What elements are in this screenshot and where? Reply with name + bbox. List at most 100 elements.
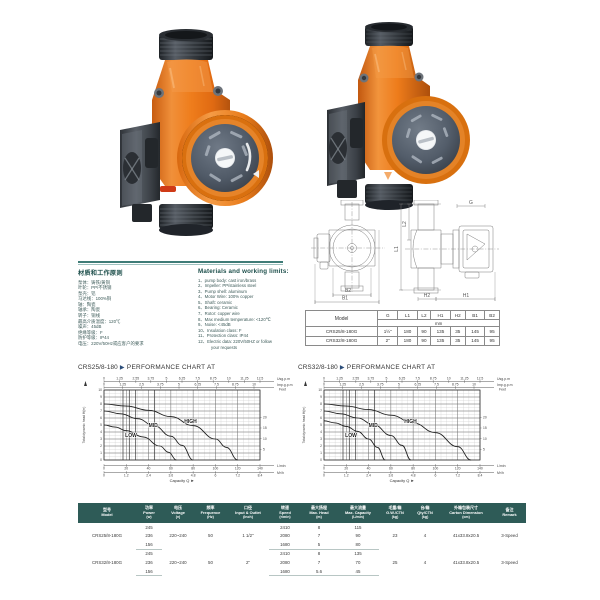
- spec-cell-gw-ctn: 23: [392, 533, 398, 539]
- svg-text:M³/h: M³/h: [497, 471, 504, 475]
- arrow-right-icon: ▶: [119, 365, 125, 371]
- svg-text:3.75: 3.75: [367, 377, 374, 381]
- spec-cell-power: 156: [136, 539, 162, 550]
- spec-cell-speed: 2080: [280, 533, 290, 539]
- svg-text:1.2: 1.2: [344, 474, 349, 478]
- dim-col-h1: H1: [430, 309, 451, 321]
- svg-text:100: 100: [433, 467, 439, 471]
- spec-col-remark: 备注 Remark: [493, 503, 526, 523]
- svg-text:60: 60: [389, 467, 393, 471]
- spec-cell-max-capacity: 90: [355, 533, 361, 539]
- svg-text:Feet: Feet: [279, 388, 286, 392]
- dim-col-l1: L1: [397, 309, 418, 321]
- dim-col-b1: B1: [464, 309, 486, 321]
- dim-cell-g: 2": [377, 335, 399, 346]
- svg-text:3.6: 3.6: [388, 474, 393, 478]
- spec-cell-frequence: 50: [208, 533, 213, 539]
- spec-col-qty-ctn: 台/箱 Qty/CTN (kg): [411, 503, 439, 523]
- table-row: 236 2080 7 90: [78, 531, 526, 540]
- svg-text:10: 10: [252, 383, 256, 387]
- dim-cell-l1: 180: [397, 335, 418, 346]
- spec-cell-gw-ctn: 25: [392, 559, 398, 565]
- spec-cell-qty-ctn: 4: [423, 533, 427, 539]
- svg-text:0: 0: [323, 383, 325, 387]
- svg-text:140: 140: [477, 467, 483, 471]
- product-photo-section: [0, 0, 600, 250]
- spec-cell-max-capacity: 80: [337, 539, 379, 550]
- svg-text:10: 10: [227, 377, 231, 381]
- svg-text:80: 80: [191, 467, 195, 471]
- dim-col-b2: B2: [484, 309, 500, 321]
- spec-cell-max-capacity: 70: [355, 559, 361, 565]
- svg-text:7.2: 7.2: [455, 474, 460, 478]
- chart-title-suffix-right: PERFORMANCE CHART AT: [346, 364, 436, 371]
- svg-text:6.25: 6.25: [399, 377, 406, 381]
- spec-col-power: 功率 Power (w): [136, 503, 162, 523]
- svg-text:1: 1: [320, 451, 322, 455]
- svg-text:15: 15: [263, 426, 267, 430]
- svg-text:7.5: 7.5: [195, 377, 200, 381]
- chart-model-left: CRS25/8-180: [78, 364, 118, 371]
- materials-line-cn: 泵壳：铝: [78, 290, 96, 296]
- svg-text:5: 5: [483, 448, 485, 452]
- svg-text:4.8: 4.8: [191, 474, 196, 478]
- spec-cell-speed: 2080: [280, 559, 290, 565]
- svg-text:8: 8: [320, 402, 322, 406]
- spec-cell-remark: 3-Speed: [501, 533, 518, 539]
- svg-text:MID: MID: [149, 423, 159, 429]
- svg-text:Total dynamic head H(m): Total dynamic head H(m): [82, 407, 86, 444]
- svg-text:Capacity Q ►: Capacity Q ►: [390, 478, 415, 483]
- svg-text:Feet: Feet: [499, 388, 506, 392]
- svg-text:5: 5: [385, 377, 387, 381]
- spec-col-input-outlet: 口径 Input & Outlet (Inch): [227, 503, 269, 523]
- dim-cell-h2: 35: [449, 335, 466, 346]
- dim-label-b1: B1: [342, 296, 348, 302]
- dim-cell-l1: 180: [397, 326, 418, 337]
- spec-cell-max-head: 8: [317, 551, 321, 557]
- svg-text:2.5: 2.5: [139, 383, 144, 387]
- svg-text:5: 5: [398, 383, 400, 387]
- svg-text:5: 5: [320, 423, 322, 427]
- svg-text:20: 20: [263, 416, 267, 420]
- svg-text:7.5: 7.5: [434, 383, 439, 387]
- dimension-drawing: B2 B1 L1 L2 H2 H1 G: [305, 200, 505, 305]
- spec-table-body: CRS25/8-180G 245 220~240 50 1 1/2" 2410 …: [78, 523, 526, 577]
- svg-text:5: 5: [178, 383, 180, 387]
- dim-cell-l2: 90: [416, 326, 432, 337]
- svg-text:0: 0: [103, 474, 105, 478]
- svg-text:10: 10: [483, 437, 487, 441]
- svg-text:8.75: 8.75: [430, 377, 437, 381]
- materials-line-en: 10、Insulation class: F: [198, 327, 242, 333]
- svg-text:Usg.p.m: Usg.p.m: [497, 377, 510, 381]
- spec-cell-qty-ctn: 4: [423, 559, 427, 565]
- svg-text:140: 140: [257, 467, 263, 471]
- dim-cell-g: 1½": [377, 326, 399, 337]
- svg-text:4.8: 4.8: [411, 474, 416, 478]
- spec-cell-power: 156: [136, 566, 162, 577]
- svg-text:6: 6: [100, 416, 102, 420]
- svg-text:4: 4: [100, 430, 102, 434]
- svg-text:6: 6: [320, 416, 322, 420]
- svg-text:LOW: LOW: [125, 433, 137, 439]
- svg-text:7: 7: [320, 409, 322, 413]
- dim-col-l2: L2: [416, 309, 432, 321]
- svg-text:1.25: 1.25: [119, 383, 126, 387]
- svg-text:HIGH: HIGH: [404, 419, 417, 425]
- dim-label-l1: L1: [394, 246, 400, 252]
- svg-text:Imp.g.p.m: Imp.g.p.m: [497, 383, 513, 387]
- materials-line-en: 7、Rotor: copper wire: [198, 311, 240, 317]
- materials-line-en: 4、Motor Wire: 100% copper: [198, 294, 254, 300]
- svg-text:6: 6: [434, 474, 436, 478]
- svg-text:Capacity Q ►: Capacity Q ►: [170, 478, 195, 483]
- svg-text:12.5: 12.5: [257, 377, 264, 381]
- spec-cell-voltage: 220~240: [169, 533, 187, 539]
- spec-cell-speed: 1680: [269, 566, 301, 577]
- spec-cell-max-capacity: 115: [354, 524, 362, 530]
- svg-text:7.5: 7.5: [415, 377, 420, 381]
- section-divider: [78, 261, 283, 263]
- spec-cell-voltage: 220~240: [169, 559, 187, 565]
- svg-text:3: 3: [320, 437, 322, 441]
- materials-line-en: 9、Noise: <45dB: [198, 322, 231, 328]
- svg-text:9: 9: [100, 395, 102, 399]
- materials-line-en: 5、Shaft: ceramic: [198, 299, 233, 305]
